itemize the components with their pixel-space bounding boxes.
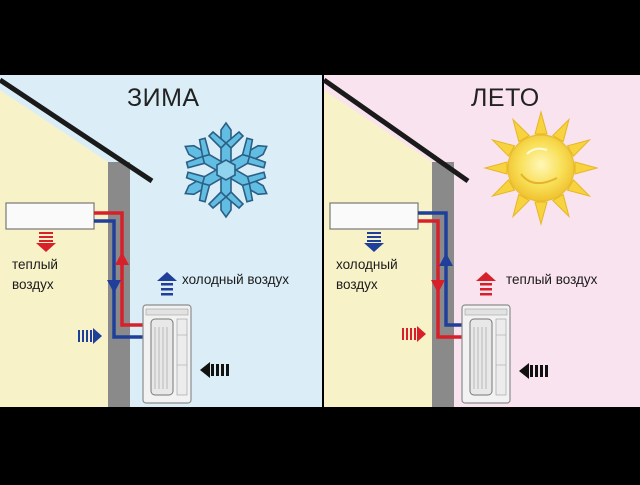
winter-indoor-unit	[5, 202, 95, 230]
winter-intake-arrow	[200, 362, 229, 378]
summer-outdoor-label: теплый воздух	[506, 272, 598, 287]
warm-air-up-arrow	[476, 272, 496, 296]
winter-pipes	[94, 211, 143, 339]
winter-inlet-arrow	[78, 328, 102, 344]
summer-pipes	[418, 211, 462, 339]
cold-flow-arrow	[107, 280, 121, 293]
cold-air-down-arrow	[364, 232, 384, 252]
summer-indoor-label: холодный воздух	[336, 255, 398, 295]
cold-flow-arrow	[439, 253, 453, 266]
cold-air-up-arrow	[157, 272, 177, 296]
warm-flow-arrow	[115, 252, 129, 265]
sun-icon	[483, 110, 599, 226]
summer-inlet-arrow	[402, 326, 426, 342]
snowflake-icon	[184, 121, 268, 219]
winter-interior	[0, 90, 108, 407]
warm-flow-arrow	[431, 280, 445, 293]
summer-indoor-unit	[329, 202, 419, 230]
summer-title: ЛЕТО	[471, 84, 540, 112]
summer-interior	[324, 90, 432, 407]
winter-title: ЗИМА	[127, 84, 200, 112]
winter-indoor-label-line2: воздух	[12, 277, 54, 292]
winter-outdoor-label: холодный воздух	[182, 272, 290, 287]
winter-indoor-label-line1: теплый	[12, 257, 58, 272]
summer-roof	[322, 77, 470, 184]
summer-indoor-label-line2: воздух	[336, 277, 378, 292]
summer-outdoor-unit	[461, 304, 511, 404]
winter-outdoor-unit	[142, 304, 192, 404]
winter-panel	[0, 75, 322, 407]
winter-indoor-label: теплый воздух	[12, 255, 58, 295]
summer-intake-arrow	[519, 363, 548, 379]
summer-indoor-label-line1: холодный	[336, 257, 398, 272]
winter-roof	[0, 77, 154, 184]
summer-panel	[322, 75, 640, 407]
warm-air-down-arrow	[36, 232, 56, 252]
